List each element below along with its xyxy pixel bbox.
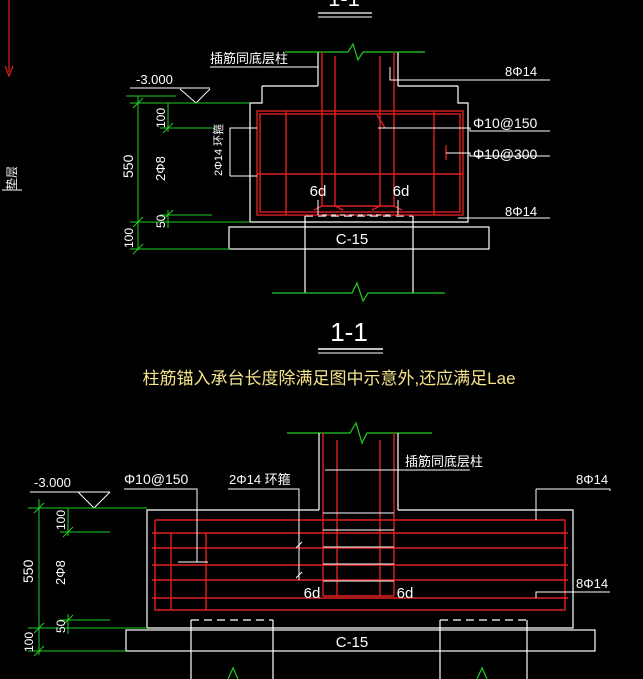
top-elevation-triangle xyxy=(179,88,211,104)
top-dim-550: 550 xyxy=(120,154,136,178)
top-break-line-upper xyxy=(285,42,425,62)
top-dim-100-lower: 100 xyxy=(122,228,136,248)
section-title-block: 1-1 柱筋锚入承台长度除满足图中示意外,还应满足Lae xyxy=(142,317,515,388)
top-dim-100-upper: 100 xyxy=(154,108,168,128)
top-stirrup-phi10-300: Φ10@300 xyxy=(473,146,538,162)
top-ring-stirrup-label: 2Φ14 环箍 xyxy=(211,124,225,176)
bottom-dim-50: 50 xyxy=(54,619,68,633)
top-rebar-8phi14-upper: 8Φ14 xyxy=(505,64,537,79)
bottom-pile-cap xyxy=(146,509,574,629)
top-dowel-column-label: 插筋同底层柱 xyxy=(210,51,288,66)
bottom-column xyxy=(318,433,399,510)
top-rebar-cage xyxy=(256,52,464,216)
bottom-detail: C-15 xyxy=(20,421,611,679)
bottom-concrete-label: C-15 xyxy=(336,634,369,651)
bottom-hook-6d-right: 6d xyxy=(397,585,414,602)
bottom-dim-2phi8: 2Φ8 xyxy=(53,560,68,585)
section-title: 1-1 xyxy=(330,317,368,347)
bottom-leaders xyxy=(124,469,611,598)
bottom-elevation-label: -3.000 xyxy=(34,475,71,490)
bottom-dim-100-upper: 100 xyxy=(54,510,68,530)
top-dim-50: 50 xyxy=(154,214,168,228)
anchorage-note: 柱筋锚入承台长度除满足图中示意外,还应满足Lae xyxy=(142,369,515,388)
top-dimension-chain xyxy=(126,95,250,255)
bottom-hook-6d-left: 6d xyxy=(304,585,321,602)
bottom-piles xyxy=(190,619,528,679)
bottom-dowel-column-label: 插筋同底层柱 xyxy=(405,454,483,469)
top-cushion-layer xyxy=(228,226,490,250)
cushion-label: 垫层 xyxy=(4,166,19,190)
bottom-dim-100-lower: 100 xyxy=(22,632,36,652)
bottom-break-line-upper xyxy=(287,421,432,445)
top-hook-6d-left: 6d xyxy=(310,183,327,200)
bottom-dimension-chain xyxy=(28,499,147,657)
bottom-rebar-8phi14-lower: 8Φ14 xyxy=(576,576,608,591)
bottom-rebar-cage xyxy=(152,433,568,611)
top-stirrup-phi10-150: Φ10@150 xyxy=(473,115,538,131)
top-rebar-8phi14-lower: 8Φ14 xyxy=(505,204,537,219)
top-column-upper xyxy=(317,52,399,86)
top-break-line-lower xyxy=(272,281,445,303)
bottom-dim-550: 550 xyxy=(20,559,36,583)
top-detail: 1-1 C-15 xyxy=(2,0,550,303)
top-column-lower xyxy=(304,215,414,293)
bottom-cushion-layer xyxy=(125,629,596,652)
top-leaders xyxy=(210,66,550,219)
top-title-partial: 1-1 xyxy=(328,0,360,11)
bottom-rebar-8phi14-upper: 8Φ14 xyxy=(576,472,608,487)
top-elevation-label: -3.000 xyxy=(136,72,173,87)
top-concrete-label: C-15 xyxy=(336,231,369,248)
top-dim-2phi8: 2Φ8 xyxy=(153,156,168,181)
bottom-elevation-triangle xyxy=(77,491,111,509)
top-pile-cap xyxy=(249,85,469,223)
bottom-stirrup-phi10-150: Φ10@150 xyxy=(124,471,189,487)
top-hook-6d-right: 6d xyxy=(393,183,410,200)
bottom-ring-stirrup-label: 2Φ14 环箍 xyxy=(229,472,291,487)
